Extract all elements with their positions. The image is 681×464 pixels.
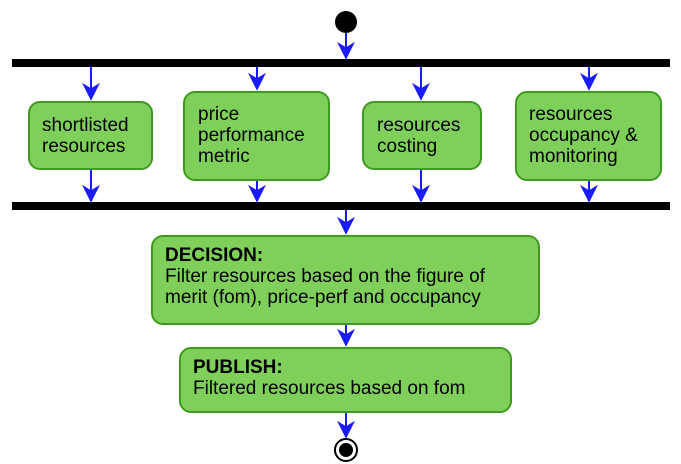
join-bar — [12, 202, 670, 210]
start-node — [335, 11, 357, 33]
end-node-dot — [339, 443, 353, 457]
activity-resources-costing: resources costing — [362, 101, 482, 170]
decision-node: DECISION: Filter resources based on the … — [151, 235, 540, 325]
activity-label: resources costing — [377, 115, 461, 157]
fork-bar — [12, 59, 670, 67]
activity-shortlisted-resources: shortlisted resources — [28, 101, 153, 170]
activity-label: resources occupancy & monitoring — [529, 104, 638, 167]
activity-label: shortlisted resources — [42, 115, 129, 157]
publish-title: PUBLISH: — [193, 357, 283, 378]
decision-title: DECISION: — [165, 245, 264, 266]
activity-price-performance-metric: price performance metric — [183, 91, 330, 181]
activity-resources-occupancy-monitoring: resources occupancy & monitoring — [515, 91, 662, 181]
decision-text: Filter resources based on the figure of … — [165, 266, 486, 308]
activity-label: price performance metric — [198, 104, 305, 167]
publish-text: Filtered resources based on fom — [193, 378, 466, 399]
publish-node: PUBLISH: Filtered resources based on fom — [179, 347, 512, 413]
